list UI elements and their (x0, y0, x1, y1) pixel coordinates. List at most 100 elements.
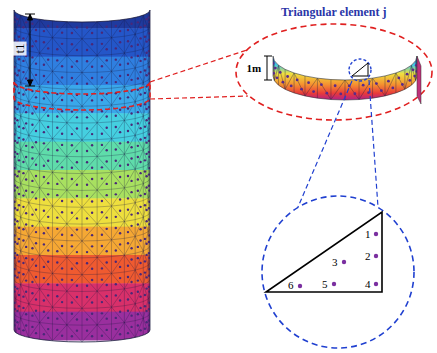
gauss-point (144, 159, 146, 161)
gauss-point (137, 324, 139, 326)
mesh-edge (66, 22, 67, 342)
gauss-point (76, 116, 78, 118)
mesh-edge (143, 299, 148, 318)
gauss-point (307, 81, 310, 84)
gauss-point (43, 333, 45, 335)
gauss-point (144, 125, 146, 127)
mesh-edge (16, 232, 21, 251)
mesh-edge (135, 318, 143, 337)
mesh-edge (29, 203, 40, 222)
mesh-edge (97, 22, 111, 38)
mesh-edge (29, 169, 40, 188)
gauss-point (145, 119, 147, 121)
mesh-edge (143, 164, 148, 183)
mesh-edge (143, 116, 148, 130)
mesh-edge (21, 83, 29, 102)
gauss-point (130, 292, 132, 294)
mesh-edge (124, 221, 135, 236)
mesh-edge (124, 304, 135, 323)
gauss-point (408, 79, 411, 82)
gauss-point (272, 62, 275, 65)
gauss-point (101, 267, 103, 269)
mesh-edge (16, 164, 21, 183)
mesh-edge (40, 206, 53, 221)
mesh-edge (124, 236, 135, 255)
gauss-point (76, 150, 78, 152)
gauss-point (71, 335, 73, 337)
gauss-point (106, 48, 108, 50)
gauss-point (101, 245, 103, 247)
gauss-point (16, 186, 18, 188)
gauss-point (76, 49, 78, 51)
point-number: 3 (332, 257, 338, 268)
gauss-point (145, 141, 147, 143)
gauss-point (320, 83, 323, 86)
gauss-point (43, 299, 45, 301)
gauss-point (139, 138, 141, 140)
mesh-edge (135, 169, 143, 184)
mesh-edge (124, 87, 135, 102)
mesh-edge (82, 257, 97, 274)
colour-band (0, 227, 170, 256)
gauss-point (61, 76, 63, 78)
gauss-point (106, 250, 108, 252)
mesh-edge (52, 71, 66, 89)
dimension-label: 1m (247, 63, 262, 74)
gauss-point (101, 234, 103, 236)
gauss-point (145, 276, 147, 278)
mesh-edge (52, 273, 66, 291)
gauss-point (139, 307, 141, 309)
gauss-point (115, 126, 117, 128)
gauss-point (43, 41, 45, 43)
gauss-point (130, 281, 132, 283)
mesh-edge (82, 174, 97, 191)
gauss-point (56, 59, 58, 61)
gauss-point (101, 31, 103, 33)
gauss-point (61, 31, 63, 33)
mesh-edge (21, 169, 29, 184)
gauss-point (387, 80, 390, 83)
gauss-point (71, 279, 73, 281)
gauss-point (144, 58, 146, 60)
mesh-edge (112, 71, 125, 86)
gauss-point (56, 228, 58, 230)
gauss-point (25, 77, 27, 79)
mesh-edge (52, 21, 53, 341)
zoom-line (369, 80, 378, 207)
gauss-point (35, 96, 37, 98)
gauss-point (119, 243, 121, 245)
gauss-point (127, 231, 129, 233)
gauss-point (22, 172, 24, 174)
mesh-edge (21, 15, 29, 34)
mesh-edge (52, 325, 66, 341)
mesh-edge (40, 87, 53, 105)
gauss-point (91, 144, 93, 146)
gauss-point (18, 159, 20, 161)
gauss-point (139, 194, 141, 196)
gauss-point (86, 251, 88, 253)
gauss-point (16, 74, 18, 76)
gauss-point (281, 81, 284, 84)
gauss-point (22, 138, 24, 140)
gauss-point (91, 335, 93, 337)
mesh-edge (143, 265, 148, 284)
gauss-point (47, 328, 49, 330)
gauss-point (144, 170, 146, 172)
mesh-edge (21, 150, 29, 169)
gauss-point (127, 96, 129, 98)
mesh-edge (29, 120, 40, 135)
gauss-point (137, 21, 139, 23)
gauss-point (139, 93, 141, 95)
gauss-point (18, 226, 20, 228)
gauss-point (35, 231, 37, 233)
gauss-point (139, 37, 141, 39)
mesh-edge (82, 207, 97, 224)
gauss-point (115, 47, 117, 49)
gauss-point (127, 309, 129, 311)
mesh-edge (82, 308, 97, 325)
gauss-point (61, 43, 63, 45)
gauss-point (137, 145, 139, 147)
mesh-edge (278, 65, 279, 85)
gauss-point (115, 58, 117, 60)
gauss-point (18, 238, 20, 240)
